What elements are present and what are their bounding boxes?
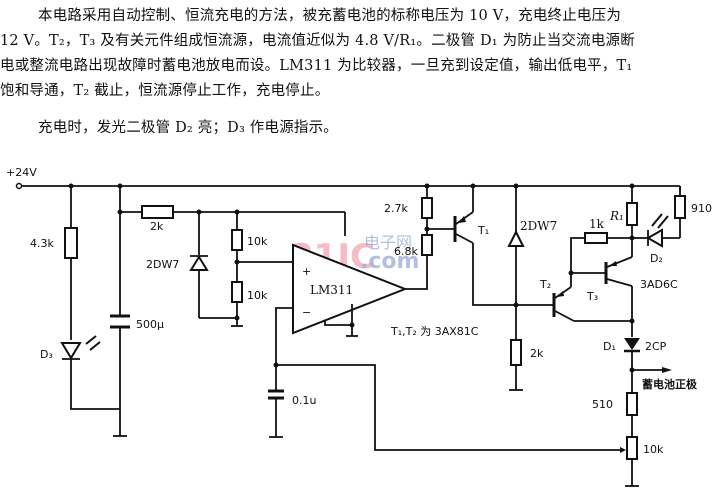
r-10k-lower-label: 10k (247, 289, 268, 302)
resistor-1k (584, 232, 608, 244)
description-paragraph-2: 充电时，发光二极管 D₂ 亮；D₃ 作电源指示。 (38, 120, 339, 136)
supply-label: +24V (6, 166, 37, 179)
resistor-r1 (626, 202, 638, 226)
led-d3-light-icon (85, 335, 101, 351)
r1-label: R₁ (609, 209, 624, 223)
resistor-4-3k (64, 227, 78, 259)
resistor-910 (674, 195, 686, 219)
resistor-10k-upper (231, 229, 243, 251)
t3-type-label: 3AD6C (640, 278, 678, 291)
t1-label: T₁ (477, 224, 489, 237)
d3-label: D₃ (40, 348, 53, 361)
cap-500u-branch: 500μ (110, 183, 164, 437)
resistor-510 (626, 392, 638, 416)
description-line-1: 本电路采用自动控制、恒流充电的方法，被充蓄电池的标称电压为 10 V，充电终止电… (38, 8, 622, 24)
description-paragraph-1: 本电路采用自动控制、恒流充电的方法，被充蓄电池的标称电压为 10 V，充电终止电… (0, 4, 722, 104)
resistor-2-7k (421, 197, 433, 219)
r-2k-top-label: 2k (150, 220, 164, 233)
plus-sign: + (302, 265, 311, 278)
comparator-lm311 (292, 243, 408, 335)
r-6-8k-label: 6.8k (394, 245, 418, 258)
r-4-3k-branch: 4.3k D₃ (30, 183, 120, 410)
d1-label: D₁ (603, 340, 616, 353)
watermark-dotcom: .com (360, 249, 419, 274)
watermark-cn: 电子网 (364, 233, 412, 252)
resistor-10k-lower (231, 281, 243, 303)
description-line-4: 饱和导通，T₂ 截止，恒流源停止工作，充电停止。 (0, 83, 330, 99)
battery-positive-label: 蓄电池正极 (642, 377, 698, 391)
resistor-6-8k (421, 234, 433, 256)
t2-label: T₂ (539, 278, 551, 291)
pot-10k-label: 10k (643, 443, 664, 456)
led-d3-icon (60, 342, 82, 360)
r-2-7k-label: 2.7k (384, 202, 408, 215)
transistor-note: T₁,T₂ 为 3AX81C (390, 325, 479, 338)
potentiometer-10k (626, 436, 638, 460)
transistor-t2: T₂ (516, 273, 632, 322)
r-10k-upper-label: 10k (247, 235, 268, 248)
t3-label: T₃ (586, 290, 598, 303)
r-2k-bottom-label: 2k (530, 347, 544, 360)
diode-d1-icon (624, 338, 640, 350)
r-910-label: 910 (691, 202, 712, 215)
resistor-2k-bottom (510, 339, 522, 366)
comparator-label: LM311 (310, 283, 353, 297)
transistor-t3: T₃ 3AD6C (586, 256, 678, 303)
zener-right-label: 2DW7 (520, 219, 557, 233)
zener-right-icon (507, 229, 525, 247)
r-4-3k-label: 4.3k (30, 237, 54, 250)
wiper-arrow-icon (620, 447, 626, 453)
minus-sign: − (302, 306, 311, 319)
zener-left-label: 2DW7 (146, 258, 179, 271)
description-line-3: 电或整流电路出现故障时蓄电池放电而设。LM311 为比较器，一旦充到设定值，输出… (0, 58, 633, 74)
led-d2-icon (645, 228, 663, 248)
led-d2-light-icon (651, 213, 669, 229)
d1-type-label: 2CP (645, 340, 667, 353)
arrow-right-icon (662, 367, 672, 373)
r-510-label: 510 (592, 398, 613, 411)
cap-500u-label: 500μ (136, 318, 164, 331)
supply-terminal (15, 182, 23, 190)
zener-left-icon (189, 255, 209, 271)
r-1k-label: 1k (589, 217, 605, 231)
d2-label: D₂ (650, 252, 663, 265)
description-line-2: 12 V。T₂，T₃ 及有关元件组成恒流源，电流值近似为 4.8 V/R₁。二极… (0, 33, 635, 49)
cap-01u-label: 0.1u (292, 394, 316, 407)
resistor-2k-top (141, 205, 174, 219)
transistor-t1: T₁ (427, 183, 516, 306)
